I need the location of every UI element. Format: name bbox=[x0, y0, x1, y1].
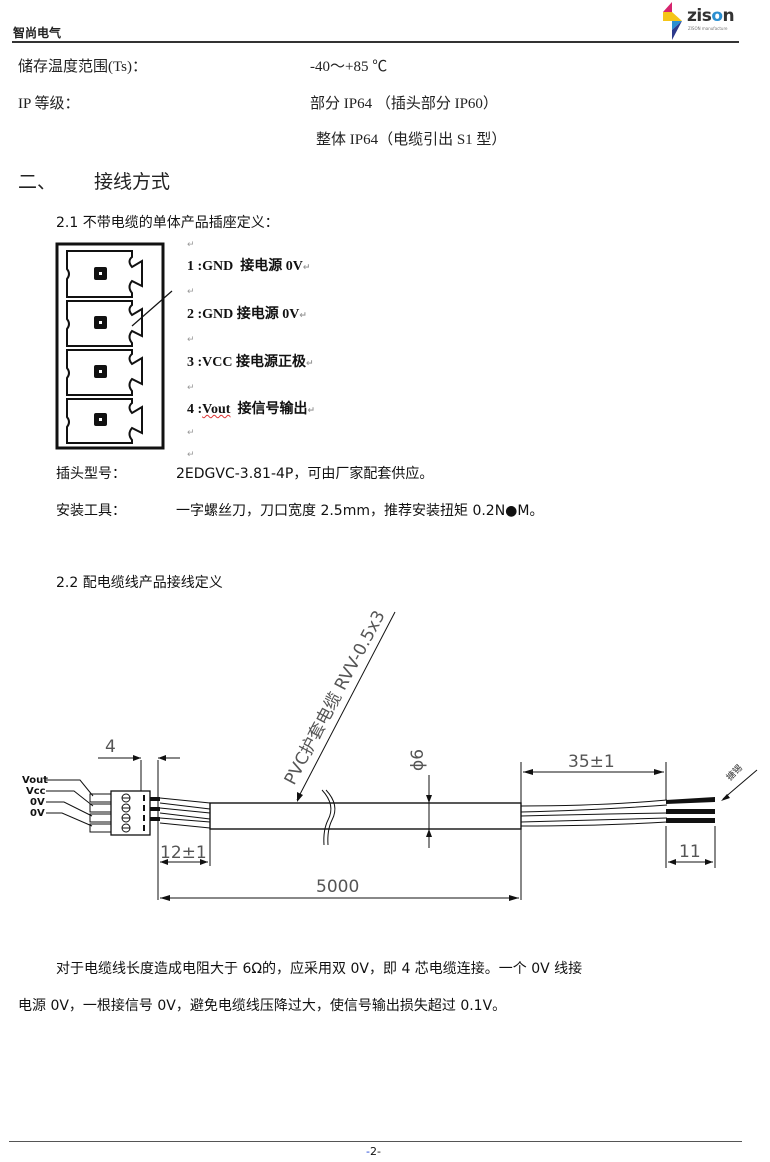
dim-connector: 4 bbox=[105, 737, 116, 757]
spec-ip-label: IP 等级： bbox=[18, 96, 80, 112]
zison-logo: zison ZISON manufacture bbox=[660, 2, 740, 40]
install-tool-label: 安装工具： bbox=[56, 503, 126, 519]
pin-4-definition: 4 :Vout 接信号输出↵ bbox=[187, 402, 315, 417]
dim-tin-length: 11 bbox=[679, 842, 701, 862]
header-rule bbox=[12, 41, 739, 43]
wire-label-0v-1: 0V bbox=[30, 797, 45, 808]
logo-wordmark: zison bbox=[687, 6, 735, 26]
pin-1-definition: 1 :GND 接电源 0V↵ bbox=[187, 259, 311, 274]
paragraph-mark: ↵ bbox=[187, 450, 195, 460]
terminal-block-diagram bbox=[55, 242, 173, 450]
dim-diameter: ϕ6 bbox=[408, 749, 428, 771]
spec-storage-temp-label: 储存温度范围(Ts)： bbox=[18, 59, 147, 75]
cable-wiring-drawing: Vout Vcc 0V 0V 4 12±1 5000 35±1 11 ϕ6 PV… bbox=[22, 607, 758, 901]
paragraph-mark: ↵ bbox=[187, 240, 195, 250]
logo-mark-icon bbox=[663, 2, 682, 40]
install-tool-value: 一字螺丝刀，刀口宽度 2.5mm，推荐安装扭矩 0.2N●M。 bbox=[176, 503, 544, 519]
header-company-name: 智尚电气 bbox=[13, 26, 62, 40]
dim-strip-left: 12±1 bbox=[160, 843, 207, 863]
section-title: 接线方式 bbox=[94, 171, 171, 193]
pin-2-definition: 2 :GND 接电源 0V↵ bbox=[187, 307, 307, 322]
spec-ip-value-overall: 整体 IP64（电缆引出 S1 型） bbox=[316, 132, 507, 148]
dim-strip-right: 35±1 bbox=[568, 752, 615, 772]
section-heading: 二、 接线方式 bbox=[18, 167, 170, 194]
pin-3-definition: 3 :VCC 接电源正极↵ bbox=[187, 355, 314, 370]
wire-label-0v-2: 0V bbox=[30, 808, 45, 819]
paragraph-mark: ↵ bbox=[187, 383, 195, 393]
note-line-2: 电源 0V，一根接信号 0V，避免电缆线压降过大，使信号输出损失超过 0.1V。 bbox=[18, 998, 507, 1014]
paragraph-mark: ↵ bbox=[187, 335, 195, 345]
page-number: -2- bbox=[366, 1145, 381, 1158]
paragraph-mark: ↵ bbox=[187, 287, 195, 297]
tin-label: 搪锡 bbox=[724, 762, 745, 783]
paragraph-mark: ↵ bbox=[187, 428, 195, 438]
spec-ip-value-partial: 部分 IP64 （插头部分 IP60） bbox=[310, 96, 498, 112]
note-line-1: 对于电缆线长度造成电阻大于 6Ω的，应采用双 0V，即 4 芯电缆连接。一个 0… bbox=[56, 961, 583, 977]
plug-model-label: 插头型号： bbox=[56, 466, 126, 482]
cable-spec-label: PVC护套电缆 RVV-0.5x3 bbox=[281, 607, 390, 788]
spec-storage-temp-value: -40～+85 ℃ bbox=[310, 59, 388, 75]
plug-model-value: 2EDGVC-3.81-4P，可由厂家配套供应。 bbox=[176, 466, 434, 482]
wire-label-vout: Vout bbox=[22, 775, 48, 786]
footer-rule bbox=[9, 1141, 441, 1142]
footer-rule-right bbox=[300, 1141, 742, 1142]
wire-label-vcc: Vcc bbox=[26, 786, 46, 797]
subsection-2-1-title: 2.1 不带电缆的单体产品插座定义： bbox=[56, 215, 279, 231]
logo-tagline: ZISON manufacture bbox=[688, 26, 728, 31]
section-number: 二、 bbox=[18, 171, 57, 193]
subsection-2-2-title: 2.2 配电缆线产品接线定义 bbox=[56, 575, 223, 591]
dim-cable-length: 5000 bbox=[316, 877, 359, 897]
